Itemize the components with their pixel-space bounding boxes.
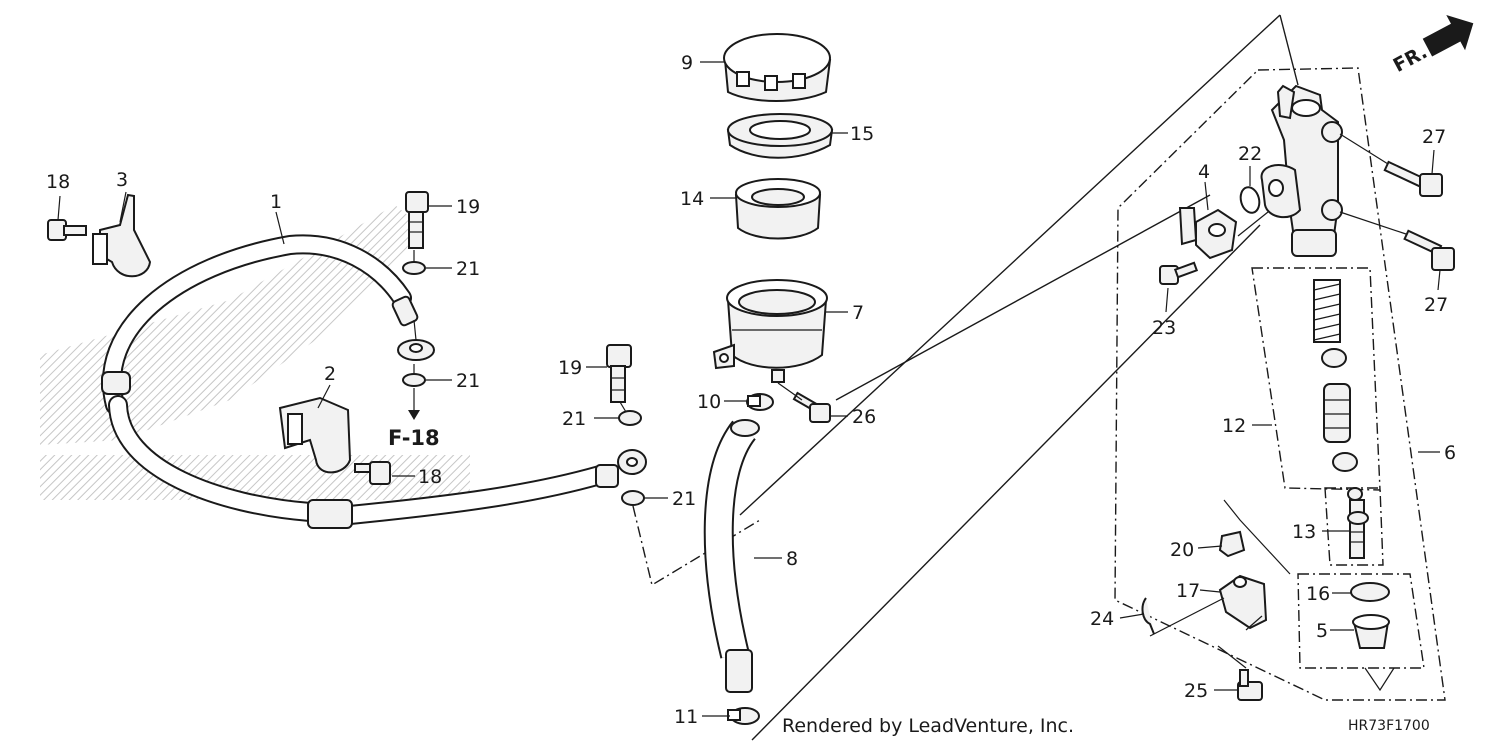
bolt-18-upper[interactable] [47,219,87,241]
footer-credit: Rendered by LeadVenture, Inc. [782,715,1074,737]
callout-25: 25 [1184,680,1208,702]
callout-11: 11 [674,706,698,728]
callout-27-upper: 27 [1422,126,1446,148]
cotter-pin-24[interactable] [1141,597,1155,635]
callout-4: 4 [1198,161,1210,183]
callout-16: 16 [1306,583,1330,605]
callout-24: 24 [1090,608,1114,630]
callout-2: 2 [324,363,336,385]
callout-3: 3 [116,169,128,191]
reservoir-cap[interactable] [723,33,832,102]
reservoir-plate[interactable] [726,113,834,159]
reservoir-joint[interactable] [1178,207,1238,260]
callout-14: 14 [680,188,704,210]
mounting-bolt-27-upper[interactable] [1383,160,1443,197]
callout-21-d: 21 [672,488,696,510]
o-ring-22[interactable] [1238,185,1262,215]
callout-23: 23 [1152,317,1176,339]
callout-17: 17 [1176,580,1200,602]
piston-spring[interactable] [1313,279,1341,343]
callout-20: 20 [1170,539,1194,561]
callout-18-upper: 18 [46,171,70,193]
callout-6: 6 [1444,442,1456,464]
push-rod-joint[interactable] [1218,574,1268,630]
fluid-reservoir[interactable] [712,279,828,383]
brake-hose[interactable] [101,234,610,525]
callout-18-lower: 18 [418,466,442,488]
banjo-bolt-19-lower[interactable] [606,344,632,403]
callout-26: 26 [852,406,876,428]
drawing-code: HR73F1700 [1348,718,1430,734]
sealing-washer-21-c[interactable] [618,410,642,426]
boot-5[interactable] [1352,614,1390,649]
callout-12: 12 [1222,415,1246,437]
hose-clamp-lower[interactable] [278,396,352,474]
callout-13: 13 [1292,521,1316,543]
callout-1: 1 [270,191,282,213]
reservoir-bolt-26[interactable] [792,391,831,423]
front-indicator-label: FR. [1390,41,1431,77]
hose-clamp[interactable] [92,193,152,278]
nut-20[interactable] [1218,530,1246,558]
callout-21-b: 21 [456,370,480,392]
callout-27-lower: 27 [1424,294,1448,316]
screw-23[interactable] [1159,261,1199,285]
front-arrow-icon: FR. [1390,14,1474,77]
callout-labels: 1 2 3 4 5 6 7 8 9 10 11 12 13 14 15 16 1… [46,52,1456,728]
banjo-bolt-19-upper[interactable] [405,191,429,249]
hose-clip-11[interactable] [727,707,760,725]
callout-7: 7 [852,302,864,324]
piston[interactable] [1323,383,1351,443]
banjo-fitting-upper [397,319,435,361]
callout-19-lower: 19 [558,357,582,379]
hose-grommet [101,371,131,395]
callout-8: 8 [786,548,798,570]
reservoir-hose[interactable] [703,419,760,693]
callout-19-upper: 19 [456,196,480,218]
reservoir-diaphragm[interactable] [734,178,822,240]
leader-lines [57,61,1441,717]
sealing-washer-21-a[interactable] [402,261,426,275]
callout-9: 9 [681,52,693,74]
bolt-18-lower[interactable] [354,461,391,485]
master-cylinder-body[interactable] [1260,84,1343,257]
hose-fitting-upper [391,295,419,327]
callout-22: 22 [1238,143,1262,165]
callout-21-c: 21 [562,408,586,430]
hose-fitting-end [595,464,619,488]
sealing-washer-21-d[interactable] [621,490,645,506]
callout-21-a: 21 [456,258,480,280]
banjo-fitting-lower [617,449,647,475]
joint-pin-25[interactable] [1237,669,1263,701]
section-reference[interactable]: F-18 [388,426,440,450]
callout-15: 15 [850,123,874,145]
sealing-washer-21-b[interactable] [402,373,426,387]
lock-nut-16[interactable] [1350,582,1390,602]
callout-10: 10 [697,391,721,413]
hose-clip-10[interactable] [746,393,774,411]
push-rod[interactable] [1347,487,1369,559]
mounting-bolt-27-lower[interactable] [1403,229,1455,271]
primary-cup[interactable] [1321,348,1347,368]
callout-5: 5 [1316,620,1328,642]
secondary-cup[interactable] [1332,452,1358,472]
hose-fitting-lower [307,499,353,529]
